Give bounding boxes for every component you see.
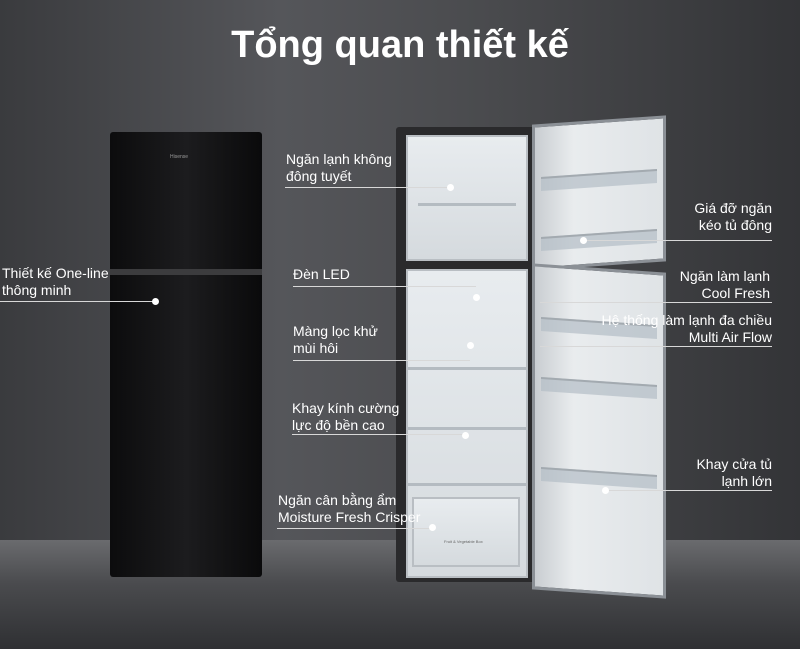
- pointer-line: [293, 360, 470, 361]
- pointer-line: [277, 528, 432, 529]
- label-led: Đèn LED: [293, 266, 350, 282]
- pointer-line: [0, 301, 155, 302]
- freezer-compartment: [406, 135, 528, 261]
- pointer-dot: [467, 342, 474, 349]
- pointer-line: [540, 346, 772, 347]
- pointer-line: [583, 240, 772, 241]
- pointer-line: [285, 187, 450, 188]
- pointer-line: [292, 434, 465, 435]
- crisper-drawer: Fruit & Vegetable Box: [412, 497, 520, 567]
- pointer-dot: [602, 487, 609, 494]
- pointer-line: [293, 286, 476, 287]
- pointer-dot: [152, 298, 159, 305]
- pointer-line: [605, 490, 772, 491]
- brand-logo: Hisense: [170, 154, 189, 160]
- fridge-compartment: Fruit & Vegetable Box: [406, 269, 528, 578]
- page-title: Tổng quan thiết kế: [231, 24, 569, 66]
- crisper-text: Fruit & Vegetable Box: [444, 539, 483, 544]
- freezer-door: [532, 115, 666, 271]
- pointer-dot: [473, 294, 480, 301]
- open-fridge-image: Fruit & Vegetable Box: [396, 127, 536, 582]
- pointer-dot: [447, 184, 454, 191]
- pointer-dot: [462, 432, 469, 439]
- pointer-dot: [429, 524, 436, 531]
- pointer-dot: [580, 237, 587, 244]
- closed-fridge-image: Hisense: [110, 132, 262, 577]
- one-line-handle: [110, 269, 262, 275]
- pointer-line: [540, 302, 772, 303]
